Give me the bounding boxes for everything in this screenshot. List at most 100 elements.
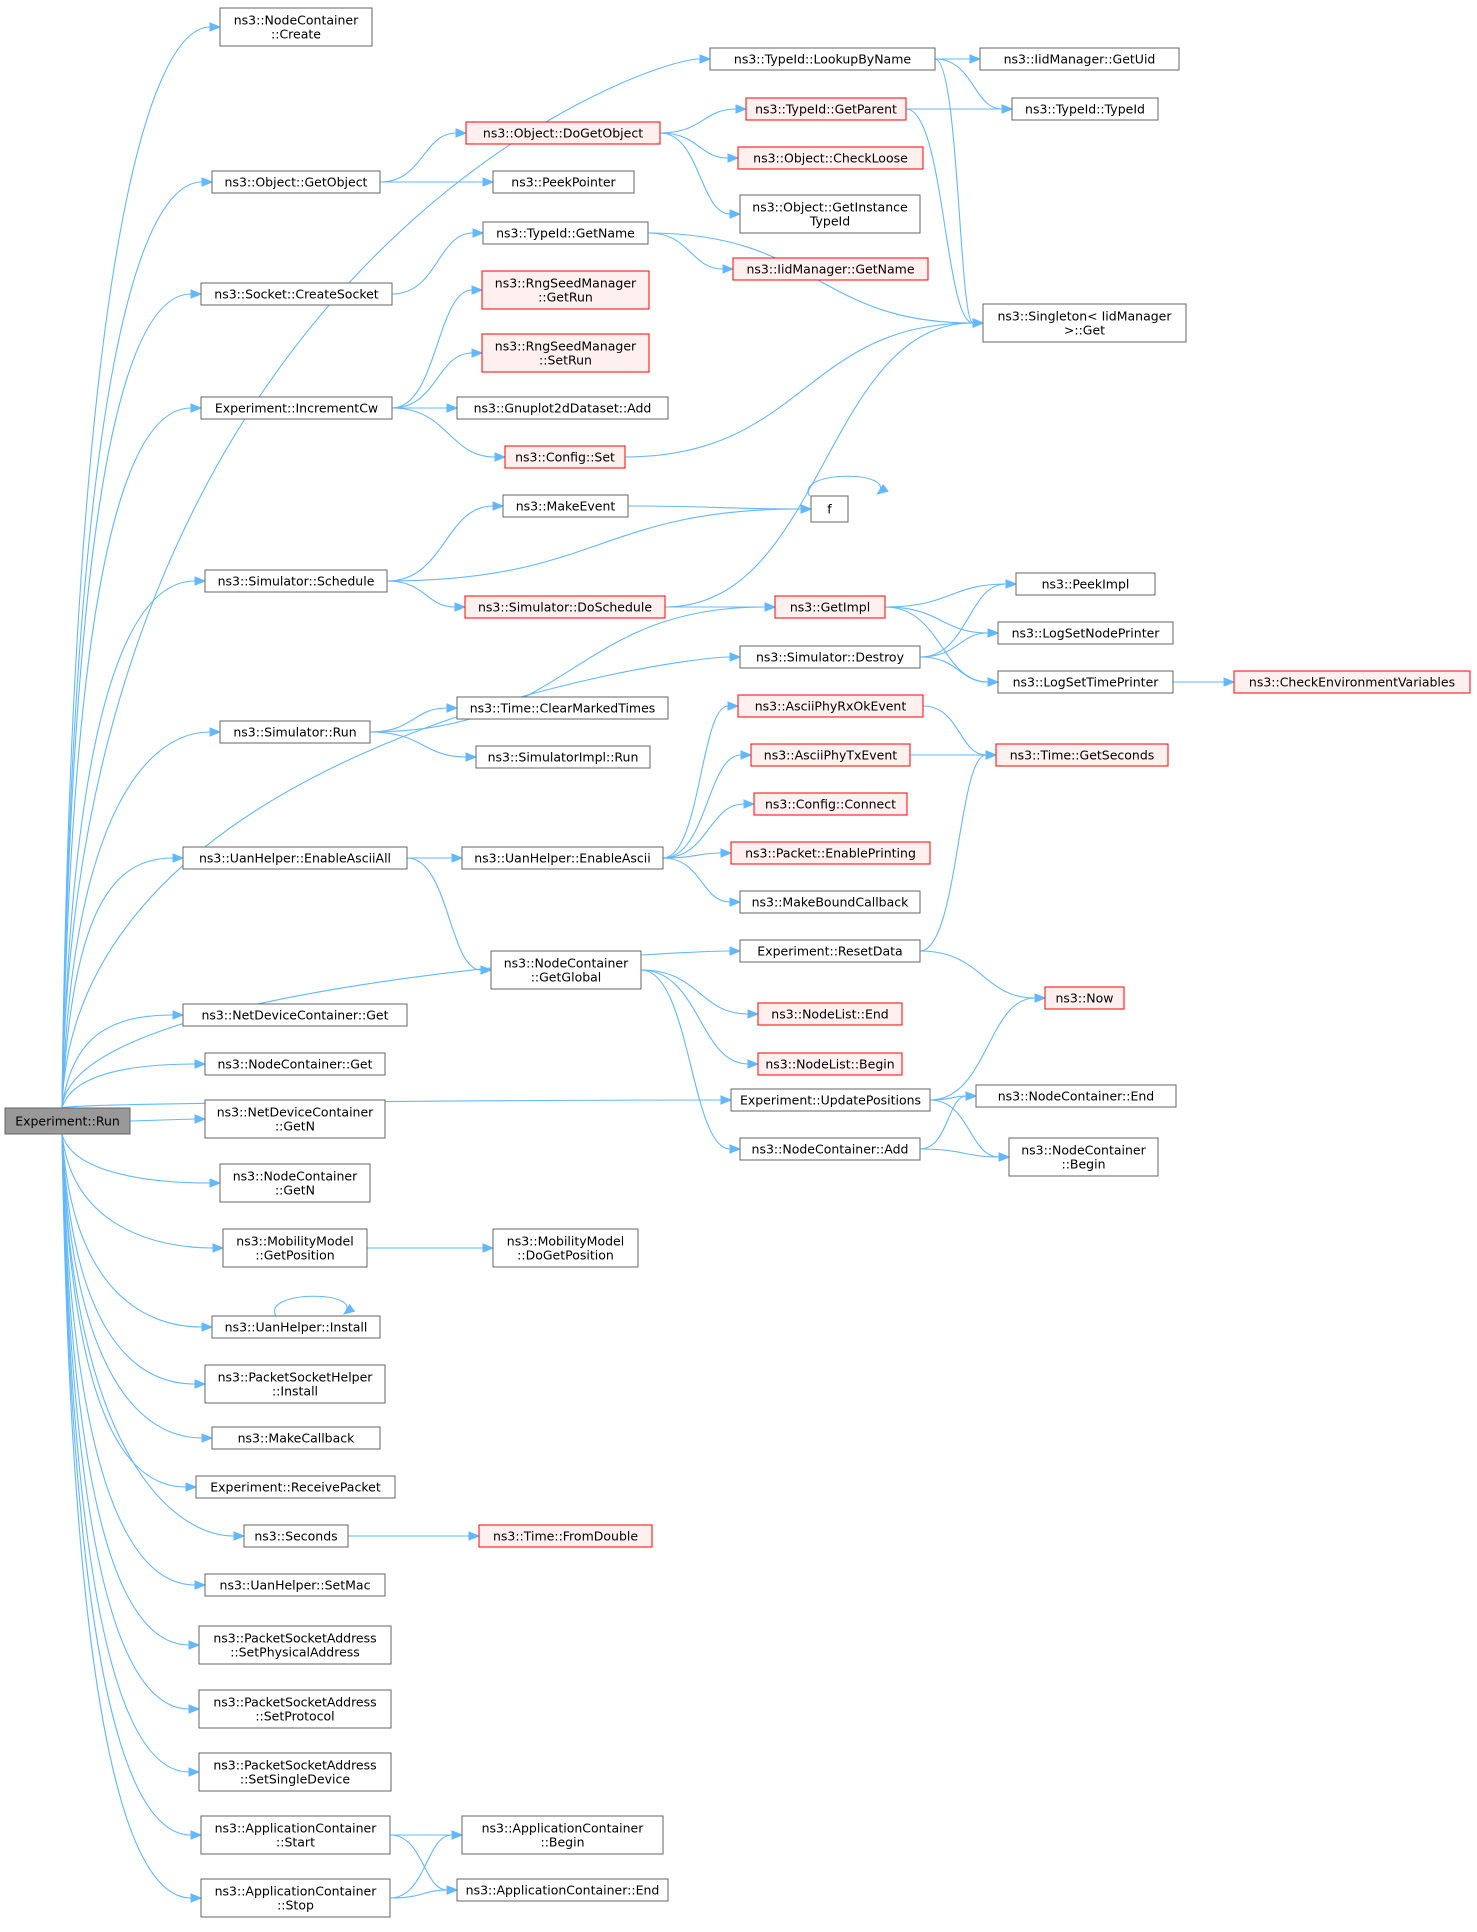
node-f[interactable]: f (810, 495, 849, 523)
node-nc_get[interactable]: ns3::NodeContainer::Get (204, 1052, 386, 1076)
edge-sim_schedule-makeevent (386, 501, 505, 582)
node-simimpl_run[interactable]: ns3::SimulatorImpl::Run (475, 745, 651, 769)
node-ndc_getn[interactable]: ns3::NetDeviceContainer::GetN (204, 1099, 386, 1139)
node-checkenv[interactable]: ns3::CheckEnvironmentVariables (1233, 670, 1471, 694)
node-tid_typeid[interactable]: ns3::TypeId::TypeId (1011, 97, 1159, 121)
node-ac_end[interactable]: ns3::ApplicationContainer::End (456, 1878, 669, 1902)
node-label: ns3::NodeContainer (1021, 1143, 1146, 1158)
node-peekpointer[interactable]: ns3::PeekPointer (492, 170, 635, 194)
node-ac_begin[interactable]: ns3::ApplicationContainer::Begin (461, 1815, 664, 1855)
node-uan_install[interactable]: ns3::UanHelper::Install (211, 1315, 381, 1339)
edge-uan_ascii-asciitx (662, 750, 753, 859)
node-tid_lookup[interactable]: ns3::TypeId::LookupByName (709, 47, 936, 71)
node-obj_checkloose[interactable]: ns3::Object::CheckLoose (737, 146, 924, 170)
node-label: ns3::PacketSocketAddress (213, 1631, 376, 1646)
node-label: Experiment::ReceivePacket (210, 1480, 381, 1495)
node-label: ns3::MakeCallback (238, 1431, 356, 1446)
call-edges (61, 22, 1236, 1903)
node-time_getsec[interactable]: ns3::Time::GetSeconds (995, 743, 1169, 767)
node-uan_ascii[interactable]: ns3::UanHelper::EnableAscii (461, 846, 664, 870)
node-nl_begin[interactable]: ns3::NodeList::Begin (757, 1052, 903, 1076)
edge-run-psa_setsingle (61, 1133, 201, 1777)
node-label: ns3::Gnuplot2dDataset::Add (474, 401, 652, 416)
node-logtime[interactable]: ns3::LogSetTimePrinter (997, 670, 1174, 694)
node-psa_setsingle[interactable]: ns3::PacketSocketAddress::SetSingleDevic… (198, 1752, 392, 1792)
node-asciirx[interactable]: ns3::AsciiPhyRxOkEvent (737, 694, 924, 718)
node-tid_getname[interactable]: ns3::TypeId::GetName (482, 221, 649, 245)
node-psa_setphys[interactable]: ns3::PacketSocketAddress::SetPhysicalAdd… (198, 1625, 392, 1665)
node-makebound[interactable]: ns3::MakeBoundCallback (739, 890, 921, 914)
node-exp_inccw[interactable]: Experiment::IncrementCw (200, 396, 393, 420)
node-mm_dogetpos[interactable]: ns3::MobilityModel::DoGetPosition (492, 1228, 639, 1268)
node-iid_getuid[interactable]: ns3::IidManager::GetUid (979, 47, 1180, 71)
node-ac_stop[interactable]: ns3::ApplicationContainer::Stop (200, 1878, 391, 1918)
edge-exp_inccw-rng_setrun (391, 348, 484, 409)
node-makecallback[interactable]: ns3::MakeCallback (211, 1426, 381, 1450)
node-sim_doschedule[interactable]: ns3::Simulator::DoSchedule (464, 595, 666, 619)
node-exp_recv[interactable]: Experiment::ReceivePacket (195, 1475, 396, 1499)
function-nodes: Experiment::Run ns3::NodeContainer::Creat… (4, 7, 1471, 1918)
node-rng_getrun[interactable]: ns3::RngSeedManager::GetRun (481, 270, 650, 310)
node-sim_schedule[interactable]: ns3::Simulator::Schedule (204, 569, 388, 593)
node-sim_run[interactable]: ns3::Simulator::Run (219, 720, 371, 744)
node-label: ns3::Object::CheckLoose (753, 151, 908, 166)
edge-sim_doschedule-singleton_get (664, 318, 985, 608)
node-nc_add[interactable]: ns3::NodeContainer::Add (739, 1137, 921, 1161)
node-label: ns3::Simulator::Schedule (218, 574, 375, 589)
node-sock_create[interactable]: ns3::Socket::CreateSocket (200, 282, 393, 306)
node-label: ns3::SimulatorImpl::Run (488, 750, 639, 765)
node-time_fromdouble[interactable]: ns3::Time::FromDouble (478, 1524, 653, 1548)
node-rng_setrun[interactable]: ns3::RngSeedManager::SetRun (481, 333, 650, 373)
node-psh_install[interactable]: ns3::PacketSocketHelper::Install (204, 1364, 386, 1404)
node-label: Experiment::Run (15, 1114, 120, 1129)
node-label: ns3::NetDeviceContainer::Get (201, 1008, 388, 1023)
node-label: ns3::NodeContainer::End (998, 1089, 1154, 1104)
node-asciitx[interactable]: ns3::AsciiPhyTxEvent (750, 743, 911, 767)
node-getimpl[interactable]: ns3::GetImpl (774, 595, 886, 619)
node-label: ns3::NodeContainer (504, 956, 629, 971)
node-label: ns3::TypeId::GetName (496, 226, 635, 241)
node-label: ::GetRun (538, 290, 593, 305)
node-uan_asciiall[interactable]: ns3::UanHelper::EnableAsciiAll (182, 846, 408, 870)
node-ndc_get[interactable]: ns3::NetDeviceContainer::Get (182, 1003, 408, 1027)
node-now[interactable]: ns3::Now (1044, 986, 1125, 1010)
node-sim_destroy[interactable]: ns3::Simulator::Destroy (739, 645, 921, 669)
node-nc_getn[interactable]: ns3::NodeContainer::GetN (219, 1163, 371, 1203)
node-mm_getpos[interactable]: ns3::MobilityModel::GetPosition (222, 1228, 368, 1268)
node-nc_create[interactable]: ns3::NodeContainer::Create (219, 7, 373, 47)
node-label: ::GetGlobal (531, 970, 602, 985)
node-gnuplot_add[interactable]: ns3::Gnuplot2dDataset::Add (456, 396, 669, 420)
node-label: ns3::MakeEvent (516, 499, 616, 514)
node-nc_end[interactable]: ns3::NodeContainer::End (975, 1084, 1177, 1108)
node-seconds[interactable]: ns3::Seconds (243, 1524, 349, 1548)
node-makeevent[interactable]: ns3::MakeEvent (502, 494, 629, 518)
node-pkt_enable[interactable]: ns3::Packet::EnablePrinting (730, 841, 931, 865)
node-label: ns3::Packet::EnablePrinting (745, 846, 916, 861)
node-exp_reset[interactable]: Experiment::ResetData (739, 939, 921, 963)
node-ac_start[interactable]: ns3::ApplicationContainer::Start (200, 1815, 391, 1855)
node-time_clear[interactable]: ns3::Time::ClearMarkedTimes (456, 696, 669, 720)
node-config_connect[interactable]: ns3::Config::Connect (753, 792, 908, 816)
edge-uan_ascii-config_connect (662, 799, 756, 859)
node-exp_updpos[interactable]: Experiment::UpdatePositions (730, 1088, 931, 1112)
node-iid_getname[interactable]: ns3::IidManager::GetName (732, 257, 929, 281)
node-uan_setmac[interactable]: ns3::UanHelper::SetMac (204, 1573, 386, 1597)
node-nl_end[interactable]: ns3::NodeList::End (757, 1002, 903, 1026)
edge-tid_lookup-iid_getuid (935, 54, 982, 64)
node-nc_begin[interactable]: ns3::NodeContainer::Begin (1008, 1137, 1159, 1177)
node-run[interactable]: Experiment::Run (4, 1107, 131, 1135)
node-label: ns3::NodeList::End (771, 1007, 888, 1022)
node-psa_setproto[interactable]: ns3::PacketSocketAddress::SetProtocol (198, 1689, 392, 1729)
node-obj_dogetobject[interactable]: ns3::Object::DoGetObject (465, 121, 661, 145)
node-lognode[interactable]: ns3::LogSetNodePrinter (997, 621, 1174, 645)
node-tid_getparent[interactable]: ns3::TypeId::GetParent (745, 97, 907, 121)
node-label: ::SetProtocol (255, 1709, 334, 1724)
edge-run-uan_setmac (61, 1133, 207, 1590)
node-peekimpl[interactable]: ns3::PeekImpl (1015, 572, 1156, 596)
node-obj_getobject[interactable]: ns3::Object::GetObject (211, 170, 381, 194)
node-nc_global[interactable]: ns3::NodeContainer::GetGlobal (490, 950, 642, 990)
node-singleton_get[interactable]: ns3::Singleton< IidManager >::Get (982, 303, 1187, 343)
node-config_set[interactable]: ns3::Config::Set (504, 445, 626, 469)
